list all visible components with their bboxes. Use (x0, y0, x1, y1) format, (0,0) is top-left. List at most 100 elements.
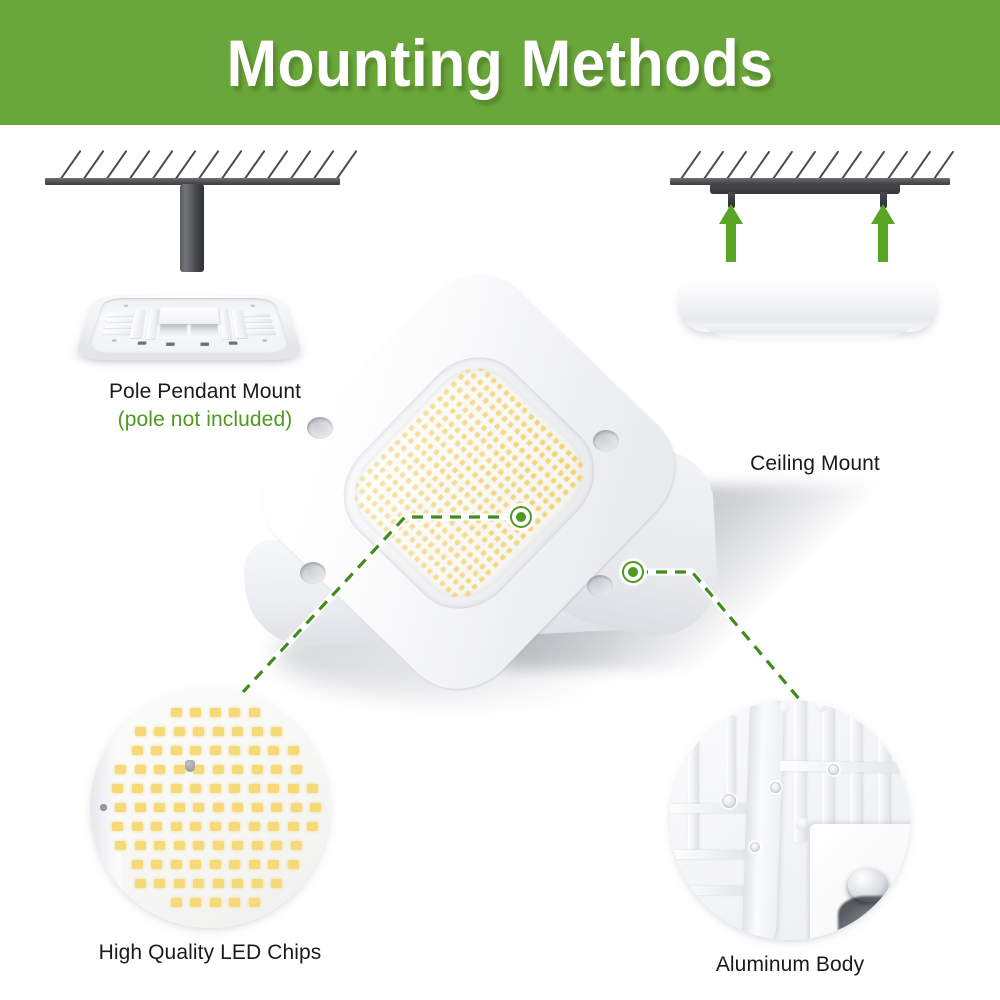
led-chip (463, 393, 470, 400)
bolt-hole (300, 562, 326, 584)
led-chip (407, 438, 415, 445)
led-chip (478, 576, 486, 583)
led-chip (461, 531, 468, 539)
led-chip (403, 517, 410, 524)
led-chip (530, 485, 537, 493)
led-chip (173, 727, 185, 736)
led-chip (511, 467, 518, 475)
led-chip (407, 451, 414, 458)
led-chip (271, 879, 282, 888)
led-chip (193, 727, 204, 736)
led-chip (484, 470, 492, 477)
led-chip (424, 495, 431, 503)
led-chip (232, 803, 243, 812)
led-chip (493, 548, 500, 555)
led-chip (457, 486, 465, 493)
led-chip (504, 475, 511, 482)
led-chip (513, 540, 521, 547)
led-chip (483, 384, 490, 392)
led-chip (229, 784, 240, 793)
led-chip (310, 803, 321, 812)
led-chip (478, 464, 485, 471)
led-chip (489, 502, 496, 510)
led-chip (435, 422, 442, 429)
led-chip (491, 476, 498, 483)
led-chip (474, 418, 482, 425)
led-chip (307, 784, 318, 793)
header-banner (0, 0, 1000, 125)
led-chip (487, 542, 494, 549)
led-chip (290, 765, 302, 774)
led-chip (459, 459, 466, 466)
led-chip (436, 395, 443, 403)
led-chip (439, 454, 447, 462)
led-chip (484, 483, 491, 490)
led-chip (501, 416, 508, 423)
led-chip (271, 765, 282, 774)
led-chip (495, 396, 503, 404)
led-chip (502, 501, 510, 508)
led-chip (393, 465, 400, 473)
led-chip (453, 565, 460, 572)
led-chip (495, 522, 502, 529)
led-chip (251, 841, 263, 850)
led-chip (248, 822, 260, 831)
led-chip (268, 822, 279, 831)
led-chip (443, 388, 450, 395)
led-chip (411, 483, 419, 491)
led-chip (487, 417, 495, 424)
led-chip (447, 434, 454, 441)
led-chip (402, 530, 409, 538)
led-chip (358, 488, 366, 496)
callout-marker-icon[interactable] (620, 559, 646, 585)
led-chip (399, 471, 406, 479)
led-chip (386, 459, 394, 467)
led-chip (432, 574, 440, 581)
led-chip (383, 526, 390, 533)
led-chip (452, 466, 459, 474)
led-chip (467, 425, 475, 433)
led-chip (451, 480, 458, 487)
led-chip (512, 441, 520, 448)
led-chips-zoom-circle (90, 688, 330, 928)
led-chip (428, 528, 436, 535)
led-chip (507, 534, 514, 541)
led-chip (268, 746, 279, 755)
led-chip (390, 505, 398, 512)
led-chips-caption: High Quality LED Chips (98, 941, 322, 964)
callout-marker-icon[interactable] (508, 504, 534, 530)
led-chip (481, 536, 488, 543)
led-chip (473, 431, 481, 439)
led-chip (538, 452, 545, 459)
led-chip (366, 468, 374, 475)
led-chip (425, 482, 432, 489)
led-chip (372, 487, 379, 494)
led-chip (445, 586, 452, 593)
led-chip (193, 765, 204, 774)
led-chip (209, 898, 221, 907)
led-chip (451, 592, 458, 599)
led-chip (431, 488, 438, 495)
led-chip (499, 442, 506, 449)
led-chip (470, 498, 477, 505)
led-chip (450, 381, 457, 388)
led-chip (170, 746, 182, 755)
led-chip (429, 403, 436, 410)
led-chip (420, 562, 427, 569)
led-chip (548, 503, 555, 511)
led-chip (434, 435, 441, 442)
led-chip (229, 898, 240, 907)
led-chip (473, 445, 480, 452)
led-chip (456, 387, 464, 394)
led-chip (494, 535, 501, 542)
led-chip (404, 491, 412, 498)
led-chip (446, 447, 454, 454)
led-chip (462, 406, 469, 413)
panel-pole-pendant-mount: Pole Pendant Mount (pole not included) (45, 140, 365, 440)
led-chip (401, 432, 408, 439)
led-chip (473, 557, 480, 564)
led-chip (115, 803, 126, 812)
led-chip (448, 533, 455, 540)
led-chip (365, 494, 372, 502)
led-chip (507, 422, 514, 429)
